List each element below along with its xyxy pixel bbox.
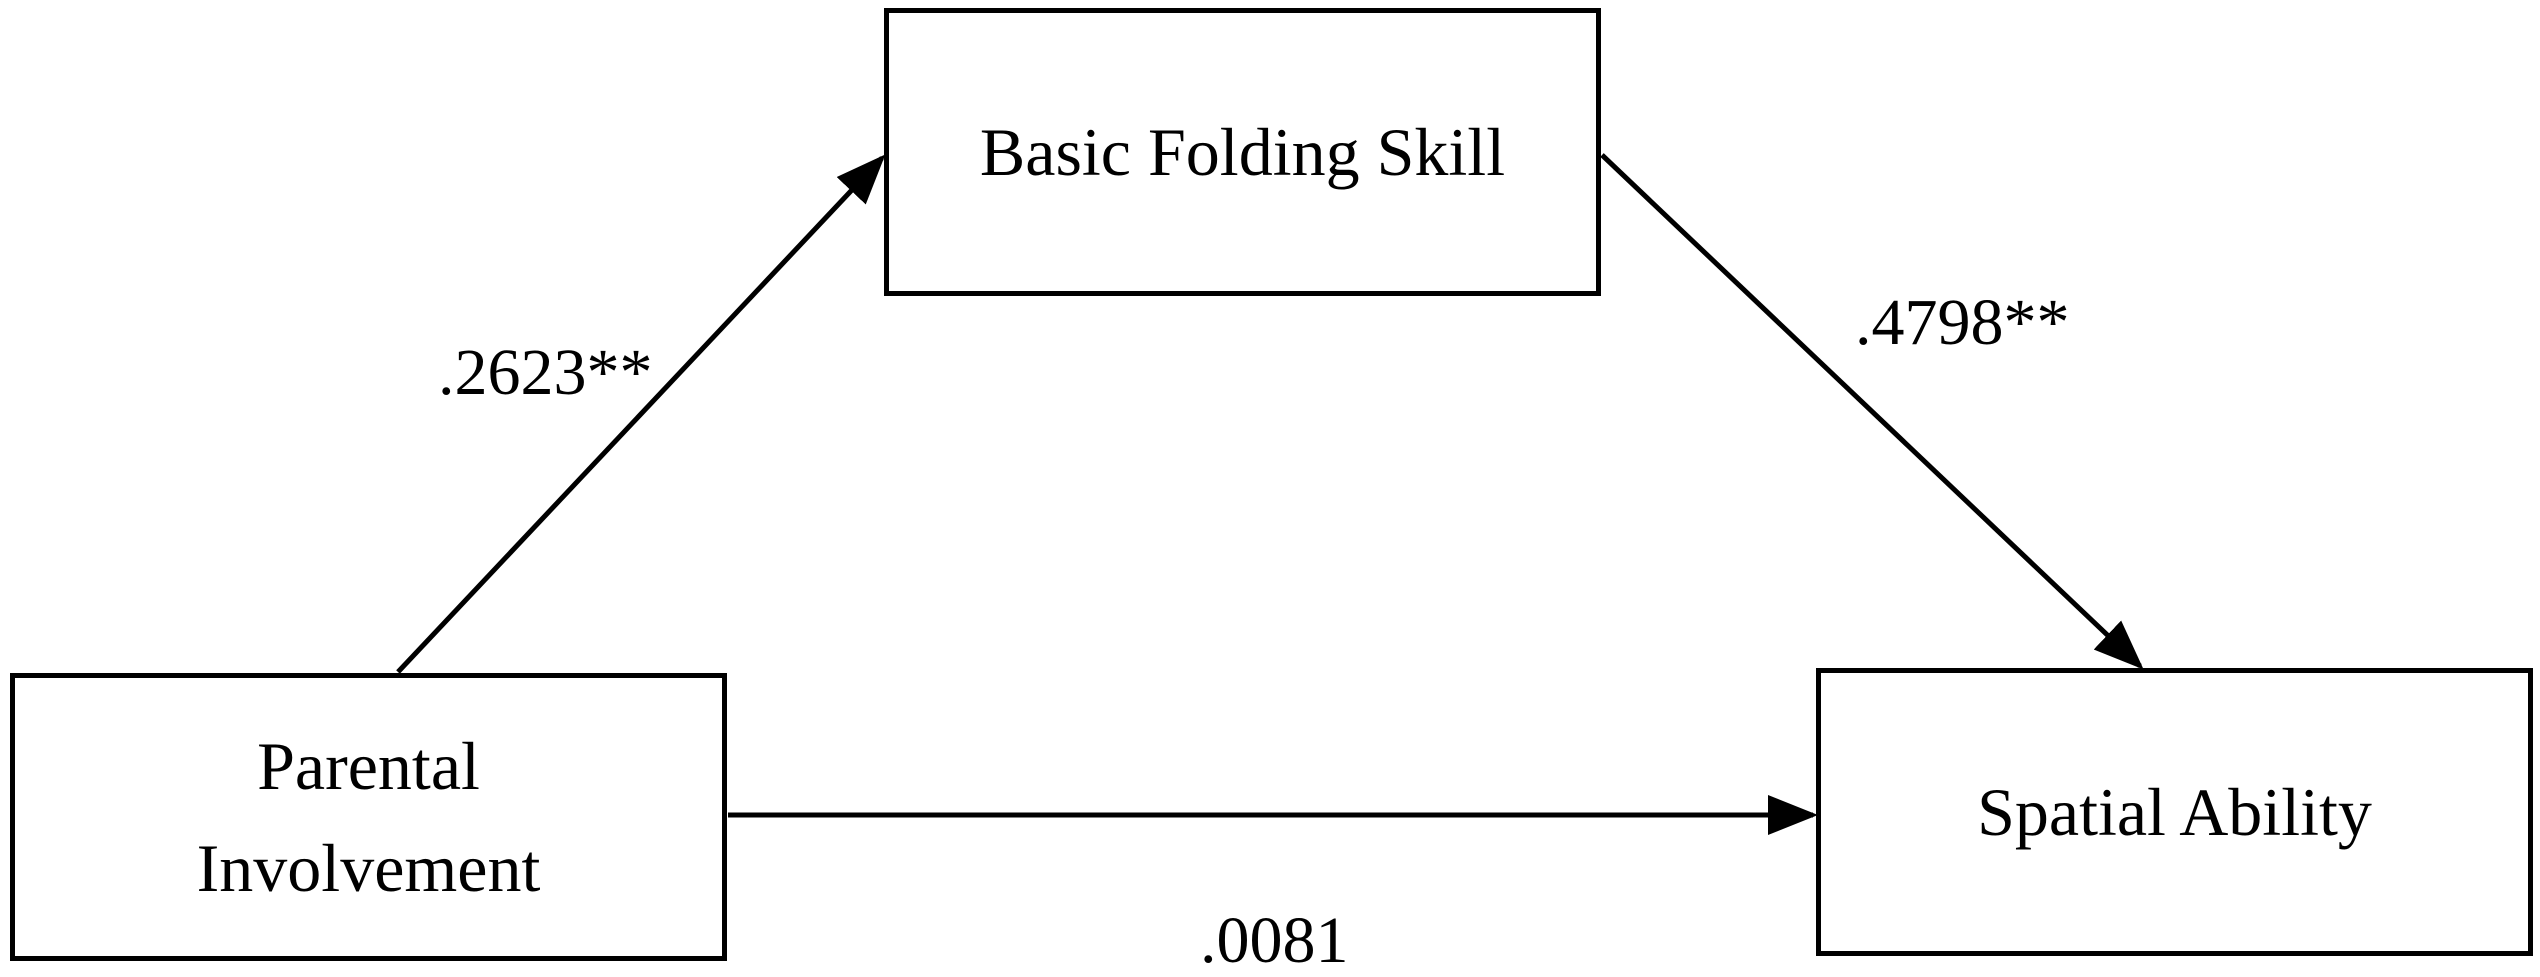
predictor-label: Parental Involvement xyxy=(197,715,541,919)
coefficient-predictor-to-outcome: .0081 xyxy=(1200,904,1349,977)
predictor-node: Parental Involvement xyxy=(10,673,727,961)
coefficient-predictor-to-mediator: .2623** xyxy=(438,336,653,409)
arrow-predictor-to-mediator xyxy=(396,154,886,674)
outcome-label: Spatial Ability xyxy=(1977,774,2372,850)
arrow-mediator-to-outcome xyxy=(1600,153,2144,670)
outcome-node: Spatial Ability xyxy=(1816,668,2533,956)
predictor-label-line1: Parental xyxy=(257,728,480,804)
mediator-label: Basic Folding Skill xyxy=(979,114,1506,190)
predictor-label-line2: Involvement xyxy=(196,830,541,906)
coefficient-mediator-to-outcome: .4798** xyxy=(1855,286,2070,359)
mediator-node: Basic Folding Skill xyxy=(884,8,1601,296)
